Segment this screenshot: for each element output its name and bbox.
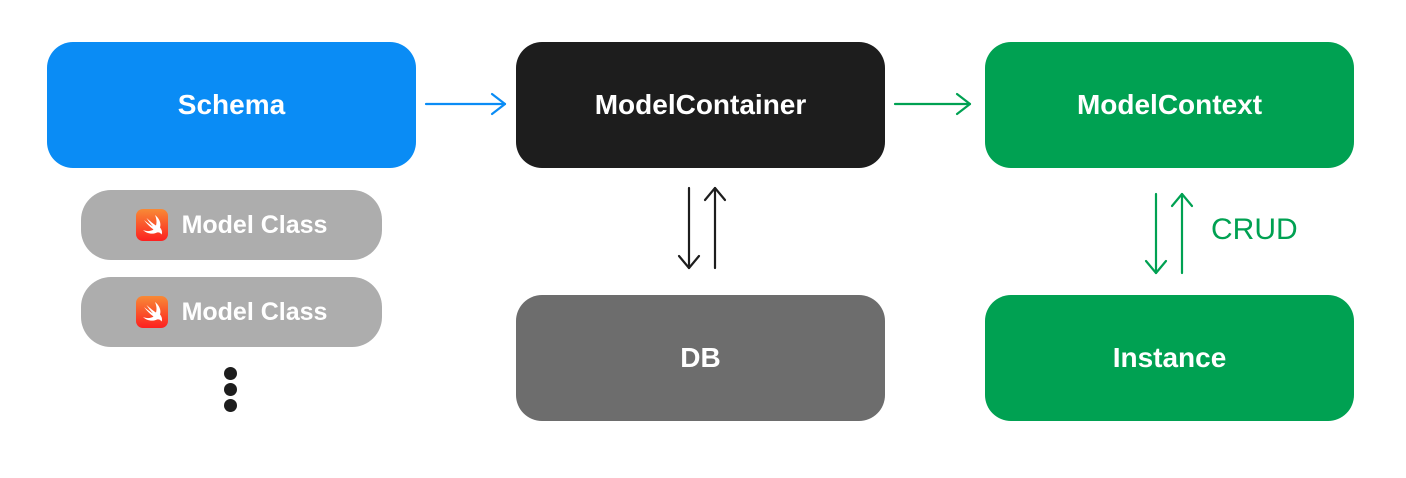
db-label: DB xyxy=(680,342,721,373)
model-context-node: ModelContext xyxy=(985,42,1354,168)
model-container-label: ModelContainer xyxy=(594,89,807,120)
arrow-db-to-container xyxy=(703,186,727,270)
model-class-item: Model Class xyxy=(81,190,382,260)
model-container-node: ModelContainer xyxy=(516,42,885,168)
model-context-label: ModelContext xyxy=(1076,89,1263,120)
model-class-label: Model Class xyxy=(181,210,328,239)
instance-label: Instance xyxy=(1112,342,1227,373)
instance-node: Instance xyxy=(985,295,1354,421)
db-node: DB xyxy=(516,295,885,421)
model-class-label: Model Class xyxy=(181,297,328,326)
schema-node: Schema xyxy=(47,42,416,168)
arrow-instance-to-context xyxy=(1170,192,1194,275)
swift-icon xyxy=(135,296,168,328)
crud-label: CRUD xyxy=(1211,213,1298,246)
arrow-container-to-context xyxy=(893,92,972,116)
arrow-context-to-instance xyxy=(1144,192,1168,275)
ellipsis-dot xyxy=(224,399,237,412)
ellipsis-dot xyxy=(224,367,237,380)
model-class-item: Model Class xyxy=(81,277,382,347)
schema-label: Schema xyxy=(177,89,286,120)
swift-icon xyxy=(135,209,168,241)
ellipsis-dot xyxy=(224,383,237,396)
arrow-container-to-db xyxy=(677,186,701,270)
arrow-schema-to-container xyxy=(424,92,507,116)
